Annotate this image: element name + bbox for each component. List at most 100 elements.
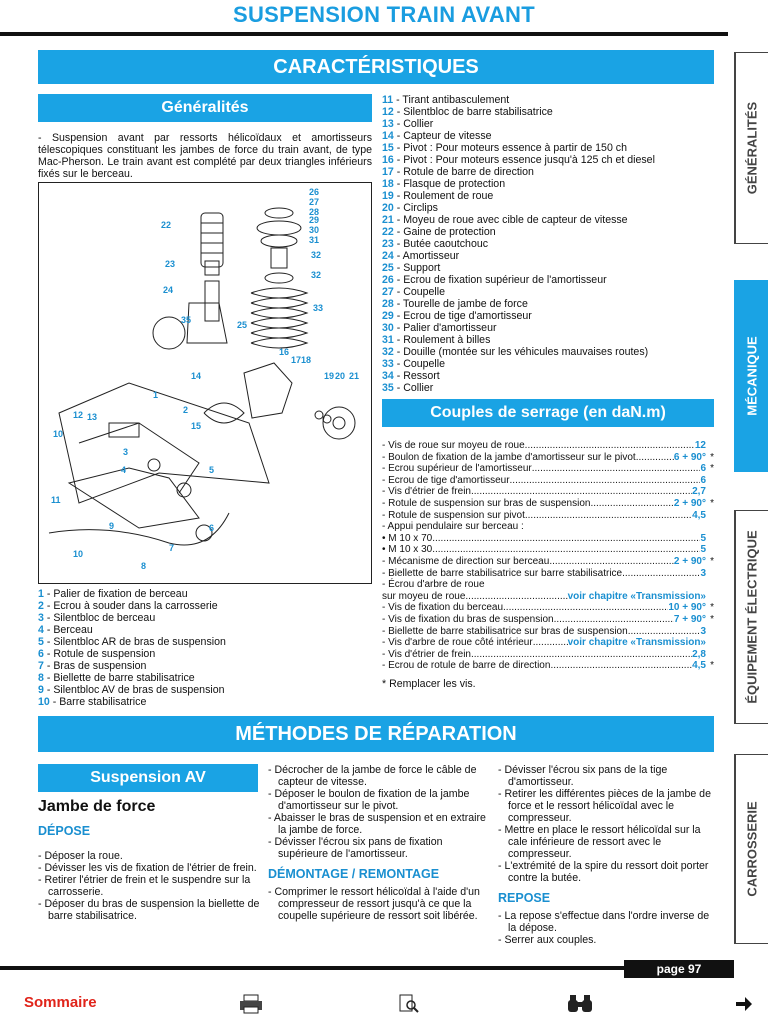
svg-text:4: 4 <box>121 465 126 475</box>
diagram-drawing: 26 27 28 29 30 31 32 32 33 22 23 24 35 2… <box>48 187 359 571</box>
parts-item: 31 - Roulement à billes <box>382 334 491 346</box>
torque-row: - Vis d'étrier de frein2,8 <box>382 649 714 661</box>
legend-item: 8 - Biellette de barre stabilisatrice <box>38 672 195 684</box>
svg-text:28: 28 <box>309 207 319 217</box>
torque-row: - Vis de fixation du berceau10 + 90°* <box>382 602 714 614</box>
torque-row: - Biellette de barre stabilisatrice sur … <box>382 568 714 580</box>
step-item: - La repose s'effectue dans l'ordre inve… <box>498 910 710 934</box>
parts-item: 29 - Ecrou de tige d'amortisseur <box>382 310 532 322</box>
svg-text:31: 31 <box>309 235 319 245</box>
svg-text:10: 10 <box>53 429 63 439</box>
torque-row: - Vis de fixation du bras de suspension7… <box>382 614 714 626</box>
step-item: - L'extrémité de la spire du ressort doi… <box>498 860 709 884</box>
svg-text:3: 3 <box>123 447 128 457</box>
torque-row: - Vis de roue sur moyeu de roue12 <box>382 440 714 452</box>
svg-text:33: 33 <box>313 303 323 313</box>
depose-steps: - Déposer la roue.- Dévisser les vis de … <box>38 850 260 922</box>
legend-item: 3 - Silentbloc de berceau <box>38 612 156 624</box>
svg-text:17: 17 <box>291 355 301 365</box>
svg-text:13: 13 <box>87 412 97 422</box>
torque-row: - Boulon de fixation de la jambe d'amort… <box>382 452 714 464</box>
banner-generalites: Généralités <box>38 94 372 122</box>
sommaire-link[interactable]: Sommaire <box>24 994 97 1011</box>
parts-item: 17 - Rotule de barre de direction <box>382 166 534 178</box>
step-item: - Dévisser l'écrou six pans de fixation … <box>268 836 443 860</box>
search-document-icon[interactable] <box>398 994 420 1019</box>
step-item: - Mettre en place le ressort hélicoïdal … <box>498 824 701 860</box>
column-2-steps: - Décrocher de la jambe de force le câbl… <box>268 764 488 922</box>
step-item: - Dévisser l'écrou six pans de la tige d… <box>498 764 668 788</box>
section-title-jambe: Jambe de force <box>38 798 156 815</box>
step-item: - Comprimer le ressort hélicoïdal à l'ai… <box>268 886 480 922</box>
svg-text:30: 30 <box>309 225 319 235</box>
parts-item: 23 - Butée caoutchouc <box>382 238 489 250</box>
parts-item: 34 - Ressort <box>382 370 440 382</box>
footer-rule <box>0 966 628 970</box>
svg-text:35: 35 <box>181 315 191 325</box>
printer-icon[interactable] <box>238 994 264 1019</box>
torque-row: - Biellette de barre stabilisatrice sur … <box>382 626 714 638</box>
svg-text:14: 14 <box>191 371 201 381</box>
svg-text:22: 22 <box>161 220 171 230</box>
svg-text:19: 19 <box>324 371 334 381</box>
tab-mecanique[interactable]: MÉCANIQUE <box>734 280 768 472</box>
step-item: - Déposer le boulon de fixation de la ja… <box>268 788 470 812</box>
binoculars-icon[interactable] <box>566 994 594 1019</box>
torque-row: - Rotule de suspension sur bras de suspe… <box>382 498 714 510</box>
banner-methodes: MÉTHODES DE RÉPARATION <box>38 716 714 752</box>
torque-row: - Ecrou supérieur de l'amortisseur6* <box>382 463 714 475</box>
svg-text:32: 32 <box>311 250 321 260</box>
svg-text:29: 29 <box>309 215 319 225</box>
svg-text:20: 20 <box>335 371 345 381</box>
svg-text:2: 2 <box>183 405 188 415</box>
legend-item: 1 - Palier de fixation de berceau <box>38 588 188 600</box>
parts-item: 24 - Amortisseur <box>382 250 460 262</box>
step-item: - Dévisser les vis de fixation de l'étri… <box>38 862 257 874</box>
step-item: - Retirer les différentes pièces de la j… <box>498 788 711 824</box>
parts-item: 26 - Ecrou de fixation supérieur de l'am… <box>382 274 607 286</box>
torque-row: • M 10 x 305 <box>382 544 714 556</box>
banner-couples: Couples de serrage (en daN.m) <box>382 399 714 427</box>
step-item: - Déposer du bras de suspension la biell… <box>38 898 260 922</box>
svg-text:9: 9 <box>109 521 114 531</box>
parts-item: 21 - Moyeu de roue avec cible de capteur… <box>382 214 628 226</box>
parts-item: 22 - Gaine de protection <box>382 226 496 238</box>
tab-carrosserie[interactable]: CARROSSERIE <box>734 754 768 944</box>
svg-text:24: 24 <box>163 285 173 295</box>
column-3-steps: - Dévisser l'écrou six pans de la tige d… <box>498 764 716 946</box>
legend-item: 7 - Bras de suspension <box>38 660 147 672</box>
tab-generalites[interactable]: GÉNÉRALITÉS <box>734 52 768 244</box>
parts-item: 15 - Pivot : Pour moteurs essence à part… <box>382 142 627 154</box>
parts-item: 14 - Capteur de vitesse <box>382 130 492 142</box>
svg-text:10: 10 <box>73 549 83 559</box>
arrow-right-icon[interactable] <box>734 994 754 1019</box>
parts-item: 12 - Silentbloc de barre stabilisatrice <box>382 106 553 118</box>
torque-row: sur moyeu de rouevoir chapitre «Transmis… <box>382 591 714 603</box>
tab-equipement-electrique[interactable]: ÉQUIPEMENT ÉLECTRIQUE <box>734 510 768 724</box>
parts-item: 25 - Support <box>382 262 441 274</box>
svg-text:18: 18 <box>301 355 311 365</box>
banner-suspension-av: Suspension AV <box>38 764 258 792</box>
step-item: - Retirer l'étrier de frein et le suspen… <box>38 874 251 898</box>
parts-item: 18 - Flasque de protection <box>382 178 506 190</box>
svg-text:25: 25 <box>237 320 247 330</box>
torque-row: • M 10 x 705 <box>382 533 714 545</box>
parts-item: 33 - Coupelle <box>382 358 446 370</box>
torque-remark: * Remplacer les vis. <box>382 677 476 690</box>
step-item: - Abaisser le bras de suspension et en e… <box>268 812 486 836</box>
heading-depose: DÉPOSE <box>38 824 91 838</box>
svg-text:1: 1 <box>153 390 158 400</box>
svg-text:7: 7 <box>169 543 174 553</box>
parts-item: 32 - Douille (montée sur les véhicules m… <box>382 346 649 358</box>
svg-text:8: 8 <box>141 561 146 571</box>
heading-repose: REPOSE <box>498 891 551 905</box>
torque-row: - Appui pendulaire sur berceau : <box>382 521 524 533</box>
legend-item: 4 - Berceau <box>38 624 93 636</box>
svg-text:6: 6 <box>209 523 214 533</box>
parts-item: 11 - Tirant antibasculement <box>382 94 510 106</box>
callout-26: 26 <box>309 187 319 197</box>
parts-item: 30 - Palier d'amortisseur <box>382 322 497 334</box>
torque-row: - Ecrou de tige d'amortisseur6 <box>382 475 714 487</box>
torque-row: - Vis d'arbre de roue côté intérieurvoir… <box>382 637 714 649</box>
